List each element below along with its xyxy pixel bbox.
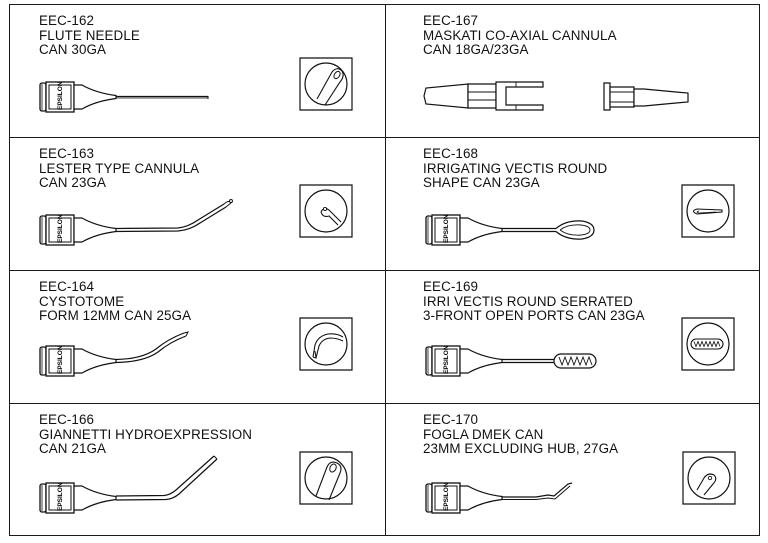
hub-text: EPSILON xyxy=(57,482,64,511)
product-label: EEC-163 LESTER TYPE CANNULA CAN 23GA xyxy=(39,146,200,191)
lester-cannula-illustration: EPSILON xyxy=(39,138,386,246)
product-name: MASKATI CO-AXIAL CANNULA xyxy=(423,27,617,43)
dmek-cannula-illustration: EPSILON xyxy=(425,404,759,514)
product-grid: EEC-162 FLUTE NEEDLE CAN 30GA EPSILON EE… xyxy=(9,4,760,536)
tip-detail-icon xyxy=(300,185,352,237)
product-code: EEC-170 xyxy=(423,412,479,427)
cystotome-illustration: EPSILON xyxy=(39,271,386,377)
coaxial-cannula-illustration xyxy=(386,5,759,138)
product-code: EEC-164 xyxy=(39,279,95,294)
product-cell-eec-167: EEC-167 MASKATI CO-AXIAL CANNULA CAN 18G… xyxy=(386,5,759,138)
flute-needle-illustration: EPSILON xyxy=(39,5,386,113)
product-name: IRRIGATING VECTIS ROUND xyxy=(423,160,608,176)
product-label: EEC-167 MASKATI CO-AXIAL CANNULA CAN 18G… xyxy=(423,13,617,58)
product-name: GIANNETTI HYDROEXPRESSION xyxy=(39,426,253,442)
product-cell-eec-169: EEC-169 IRRI VECTIS ROUND SERRATED 3-FRO… xyxy=(386,271,759,404)
product-spec: 3-FRONT OPEN PORTS CAN 23GA xyxy=(423,308,645,324)
product-code: EEC-167 xyxy=(423,13,479,28)
product-cell-eec-170: EEC-170 FOGLA DMEK CAN 23MM EXCLUDING HU… xyxy=(386,404,759,535)
product-label: EEC-168 IRRIGATING VECTIS ROUND SHAPE CA… xyxy=(423,146,608,191)
product-cell-eec-162: EEC-162 FLUTE NEEDLE CAN 30GA EPSILON xyxy=(10,5,386,138)
product-label: EEC-170 FOGLA DMEK CAN 23MM EXCLUDING HU… xyxy=(423,412,619,457)
product-spec: CAN 30GA xyxy=(39,42,107,58)
product-spec: FORM 12MM CAN 25GA xyxy=(39,308,192,324)
tip-detail-icon xyxy=(300,318,352,370)
hub-text: EPSILON xyxy=(443,214,450,243)
product-code: EEC-169 xyxy=(423,279,479,294)
product-code: EEC-162 xyxy=(39,13,95,28)
hub-text: EPSILON xyxy=(57,214,64,243)
product-label: EEC-162 FLUTE NEEDLE CAN 30GA xyxy=(39,13,140,58)
tip-detail-icon xyxy=(683,452,735,504)
product-code: EEC-163 xyxy=(39,146,95,161)
product-name: IRRI VECTIS ROUND SERRATED xyxy=(423,293,633,309)
hub-text: EPSILON xyxy=(57,345,64,374)
product-code: EEC-166 xyxy=(39,412,95,427)
hub-text: EPSILON xyxy=(443,345,450,374)
serrated-vectis-illustration: EPSILON xyxy=(425,271,759,377)
product-label: EEC-166 GIANNETTI HYDROEXPRESSION CAN 21… xyxy=(39,412,253,457)
product-name: FOGLA DMEK CAN xyxy=(423,426,544,442)
product-label: EEC-164 CYSTOTOME FORM 12MM CAN 25GA xyxy=(39,279,192,324)
product-label: EEC-169 IRRI VECTIS ROUND SERRATED 3-FRO… xyxy=(423,279,645,324)
tip-detail-icon xyxy=(682,185,734,237)
tip-detail-icon xyxy=(300,58,352,110)
product-spec: CAN 21GA xyxy=(39,441,107,457)
product-spec: CAN 18GA/23GA xyxy=(423,42,529,58)
irrigating-vectis-illustration: EPSILON xyxy=(425,138,759,246)
tip-detail-icon xyxy=(300,452,352,504)
product-code: EEC-168 xyxy=(423,146,479,161)
hydroexpression-cannula-illustration: EPSILON xyxy=(39,404,386,514)
product-cell-eec-163: EEC-163 LESTER TYPE CANNULA CAN 23GA EPS… xyxy=(10,138,386,271)
product-spec: SHAPE CAN 23GA xyxy=(423,175,540,191)
product-spec: CAN 23GA xyxy=(39,175,107,191)
tip-detail-icon xyxy=(682,318,734,370)
product-cell-eec-166: EEC-166 GIANNETTI HYDROEXPRESSION CAN 21… xyxy=(10,404,386,535)
product-name: CYSTOTOME xyxy=(39,293,125,309)
product-name: LESTER TYPE CANNULA xyxy=(39,160,200,176)
product-name: FLUTE NEEDLE xyxy=(39,27,140,43)
product-spec: 23MM EXCLUDING HUB, 27GA xyxy=(423,441,619,457)
hub-text: EPSILON xyxy=(57,81,64,110)
hub-text: EPSILON xyxy=(443,482,450,511)
product-cell-eec-164: EEC-164 CYSTOTOME FORM 12MM CAN 25GA EPS… xyxy=(10,271,386,404)
product-cell-eec-168: EEC-168 IRRIGATING VECTIS ROUND SHAPE CA… xyxy=(386,138,759,271)
